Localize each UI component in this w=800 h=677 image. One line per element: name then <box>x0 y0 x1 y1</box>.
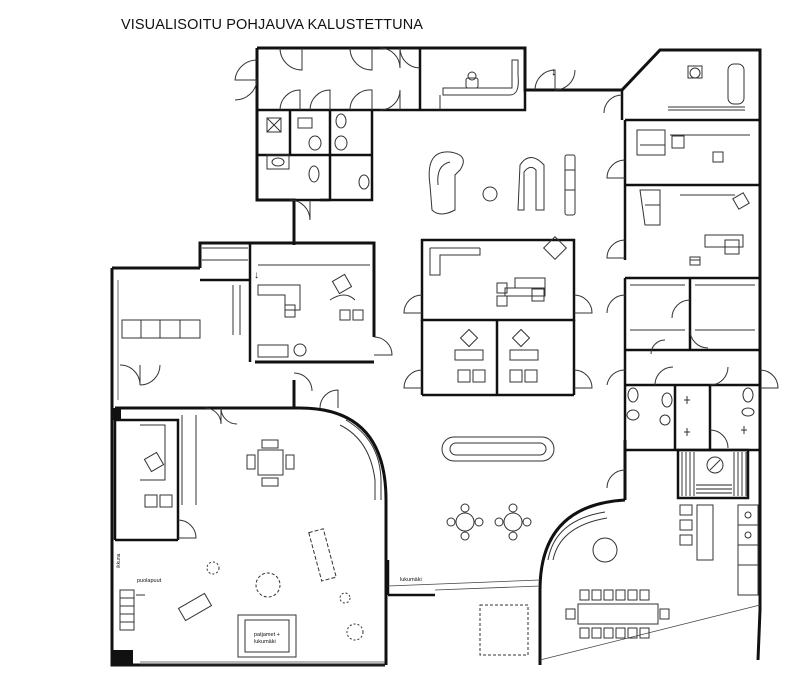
arrow-office-label: ↓ <box>254 270 259 281</box>
curved-walls <box>294 406 627 665</box>
interior-walls <box>113 48 760 597</box>
structural-posts <box>113 408 133 665</box>
arrow-entrance-label: ↓ <box>551 66 557 78</box>
curved-window-strips <box>339 419 608 561</box>
doors <box>119 47 779 539</box>
window-bands <box>117 280 761 666</box>
puolapuut-label: puolapuut <box>137 578 162 584</box>
lukumaki-counter-label: lukumäki <box>400 577 422 583</box>
plan-title: VISUALISOITU POHJAUVA KALUSTETTUNA <box>121 17 424 33</box>
window-vertical-label: ikkuna <box>116 553 122 568</box>
patjamet-label-line2: lukumäki <box>254 639 276 645</box>
furniture <box>119 59 759 658</box>
patjamet-label-line1: patjamet + <box>254 632 280 638</box>
